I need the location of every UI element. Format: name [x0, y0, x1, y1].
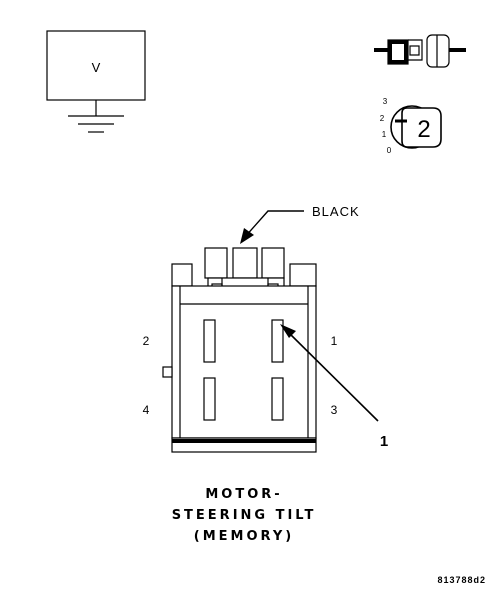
- ignition-switch-icon: 3 2 1 0 2: [380, 97, 442, 155]
- cavity-4: [203, 377, 216, 421]
- switch-position-3: 3: [383, 97, 388, 106]
- title-line-2: STEERING TILT: [172, 508, 317, 523]
- callout-leader: 1: [280, 324, 388, 450]
- wire-color-label: BLACK: [312, 204, 360, 219]
- figure-id: 813788d2: [437, 575, 486, 585]
- cavity-number-4: 4: [143, 403, 150, 417]
- cavity-2: [203, 319, 216, 363]
- title-line-1: MOTOR-: [205, 487, 282, 502]
- title-line-3: (MEMORY): [194, 529, 294, 544]
- switch-position-0: 0: [387, 146, 392, 155]
- connector-face: [162, 247, 317, 453]
- voltmeter-label: V: [92, 60, 101, 75]
- switch-position-1: 1: [382, 130, 387, 139]
- cavity-number-2: 2: [143, 334, 150, 348]
- cavity-number-3: 3: [331, 403, 338, 417]
- key-number: 2: [417, 116, 430, 143]
- connector-plug-icon: [374, 34, 466, 68]
- cavity-number-1: 1: [331, 334, 338, 348]
- ground-icon: [68, 100, 124, 133]
- color-callout: BLACK: [240, 204, 360, 244]
- switch-position-2: 2: [380, 114, 385, 123]
- cavity-1: [271, 319, 284, 363]
- cavity-3: [271, 377, 284, 421]
- voltmeter-symbol: V: [46, 30, 146, 133]
- connector-title: MOTOR- STEERING TILT (MEMORY): [172, 487, 317, 544]
- callout-number: 1: [380, 433, 388, 450]
